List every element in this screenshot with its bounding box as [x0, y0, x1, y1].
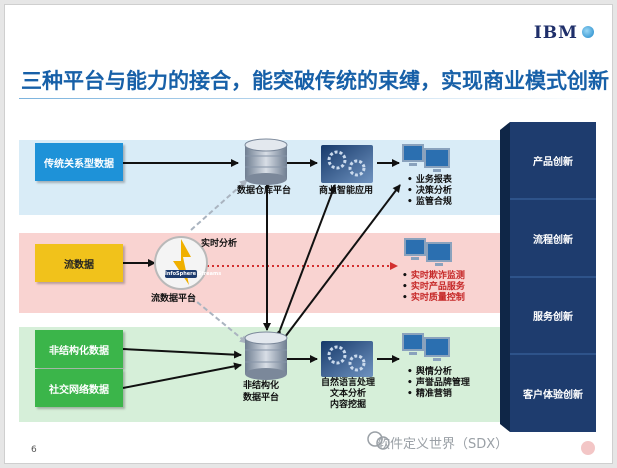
output-list-bottom: 舆情分析 声誉品牌管理 精准营销 [407, 367, 470, 400]
source-unstructured-data: 非结构化数据 [35, 330, 123, 368]
nlp-labels: 自然语言处理 文本分析 内容挖掘 [321, 378, 375, 411]
arrow-stream-to-warehouse [190, 179, 248, 231]
source-relational-data: 传统关系型数据 [35, 143, 123, 181]
nlp-content-mining: 内容挖掘 [330, 400, 367, 410]
bi-label: 商业智能应用 [319, 186, 374, 196]
output-list-top: 业务报表 决策分析 监管合规 [407, 175, 452, 208]
output-reputation-management: 声誉品牌管理 [407, 378, 470, 389]
realtime-label: 实时分析 [201, 239, 238, 249]
flow-diagram [122, 138, 595, 455]
warehouse-label: 数据仓库平台 [237, 186, 292, 196]
nlp-natural-language: 自然语言处理 [321, 378, 376, 388]
unstructured-database-icon [244, 331, 288, 380]
unstructured-platform-label-line2: 数据平台 [243, 393, 280, 403]
nlp-text-analysis: 文本分析 [330, 389, 367, 399]
arrow-social-to-platform [122, 362, 242, 389]
page-number: 6 [31, 445, 37, 455]
output-realtime-service: 实时产品服务 [402, 282, 465, 293]
pillar-process-innovation: 流程创新 [533, 234, 573, 246]
pillar-shape [500, 122, 596, 432]
wechat-icon [367, 431, 390, 450]
unstructured-platform-label-line1: 非结构化 [243, 381, 280, 391]
arrow-unstructured-bi-link [273, 184, 337, 338]
output-fraud-monitoring: 实时欺诈监测 [402, 271, 465, 282]
slide-title: 三种平台与能力的接合，能突破传统的束缚，实现商业模式创新 [21, 69, 609, 93]
title-divider [19, 98, 599, 99]
gears-icon [321, 145, 373, 183]
innovation-pillar: 产品创新 流程创新 服务创新 客户体验创新 [500, 122, 596, 432]
pillar-service-innovation: 服务创新 [533, 312, 573, 323]
pillar-product-innovation: 产品创新 [533, 157, 573, 168]
dashboard-monitors-icon-bottom [402, 333, 450, 361]
stream-platform-label: 流数据平台 [151, 294, 197, 304]
streams-globe-icon [154, 236, 208, 290]
slide: IBM 三种平台与能力的接合，能突破传统的束缚，实现商业模式创新 产品创新 流程… [4, 4, 613, 464]
source-social-network-data: 社交网络数据 [35, 369, 123, 407]
dashboard-monitors-icon-middle [404, 238, 452, 266]
output-list-middle: 实时欺诈监测 实时产品服务 实时质量控制 [402, 271, 465, 304]
pillar-customer-experience-innovation: 客户体验创新 [523, 389, 583, 401]
database-icon [244, 138, 288, 185]
watermark: 软件定义世界（SDX） [377, 437, 509, 452]
output-regulatory-compliance: 监管合规 [407, 197, 452, 208]
arrow-stream-to-unstructured [190, 296, 248, 344]
arrow-unstructured-to-platform [122, 348, 242, 359]
source-stream-data: 流数据 [35, 244, 123, 282]
output-quality-control: 实时质量控制 [402, 293, 465, 304]
corner-decoration-icon [581, 441, 595, 455]
arrow-unstructured-to-reports [284, 184, 401, 338]
output-precision-marketing: 精准营销 [407, 389, 470, 400]
dashboard-monitors-icon-top [402, 144, 450, 172]
text-analytics-icon [321, 341, 373, 377]
ibm-logo: IBM [533, 23, 578, 43]
output-decision-analysis: 决策分析 [407, 186, 452, 197]
output-sentiment-analysis: 舆情分析 [407, 367, 470, 378]
output-business-reports: 业务报表 [407, 175, 452, 186]
ibm-badge-icon [582, 26, 594, 38]
streams-logo-text: InfoSphere Streams [165, 271, 222, 277]
